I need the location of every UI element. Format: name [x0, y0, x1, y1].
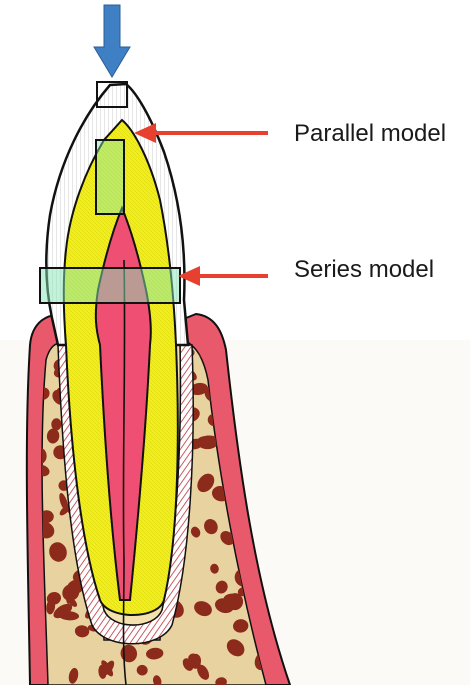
- parallel-model-label: Parallel model: [294, 120, 446, 148]
- series-model-label: Series model: [294, 256, 434, 284]
- left-arrow-icon: [134, 123, 268, 143]
- parallel-model-box: [96, 140, 124, 214]
- left-arrow-icon: [178, 266, 268, 286]
- series-model-box: [40, 268, 180, 303]
- down-arrow-icon: [94, 5, 130, 77]
